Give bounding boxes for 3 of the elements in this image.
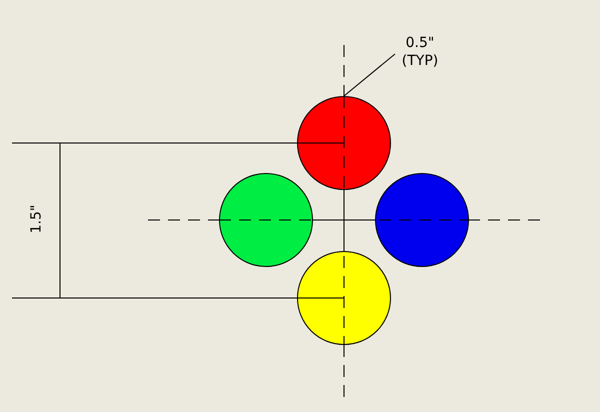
leader-line [344, 54, 396, 96]
dimension-note: 0.5" (TYP) [395, 34, 445, 70]
dimension-text: 1.5" [28, 204, 44, 234]
